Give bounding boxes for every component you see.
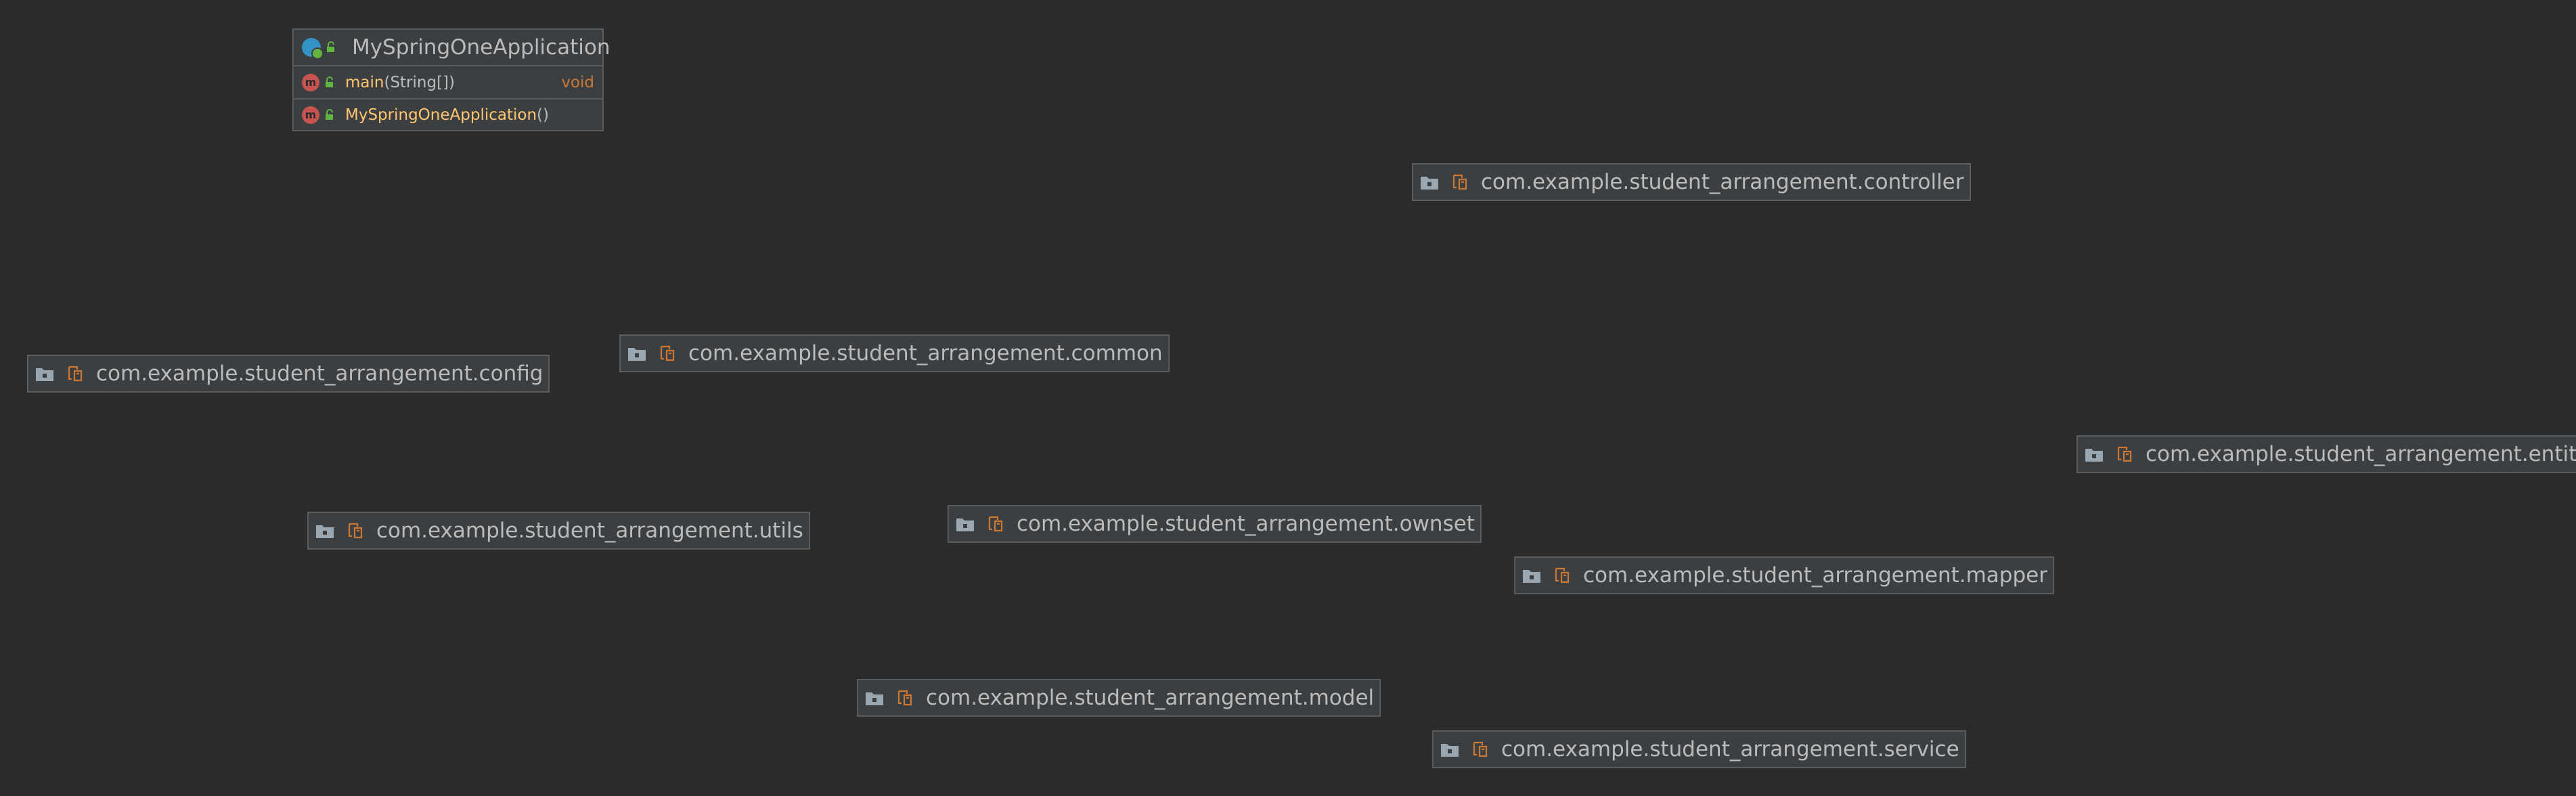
method-params: () [537,106,549,124]
method-icon: m [302,106,319,124]
package-label: com.example.student_arrangement.common [688,341,1163,366]
package-icon [988,516,1003,532]
package-node-common[interactable]: com.example.student_arrangement.common [619,334,1170,372]
package-node-model[interactable]: com.example.student_arrangement.model [857,679,1381,717]
folder-icon [1421,177,1438,190]
package-node-entity[interactable]: com.example.student_arrangement.entity [2077,435,2576,473]
folder-icon [956,518,974,531]
package-icon [1452,174,1467,190]
package-label: com.example.student_arrangement.ownset [1017,512,1475,536]
method-params: (String[]) [384,73,456,91]
package-icon [897,690,912,706]
package-label: com.example.student_arrangement.utils [376,518,803,543]
method-name: main [345,73,384,91]
method-name: MySpringOneApplication [345,106,537,124]
class-node-myspringoneapplication[interactable]: MySpringOneApplication m main (String[])… [292,28,610,131]
package-icon [1555,567,1570,583]
folder-icon [866,692,883,705]
package-icon [1473,741,1488,757]
package-node-mapper[interactable]: com.example.student_arrangement.mapper [1514,556,2054,594]
package-node-config[interactable]: com.example.student_arrangement.config [27,355,550,393]
package-label: com.example.student_arrangement.model [926,686,1375,710]
package-icon [2117,446,2132,462]
spring-class-icon [302,38,324,60]
package-label: com.example.student_arrangement.mapper [1583,563,2047,588]
package-label: com.example.student_arrangement.controll… [1481,170,1964,194]
package-label: com.example.student_arrangement.config [96,361,543,386]
package-icon [660,345,675,361]
public-icon [326,108,333,120]
folder-icon [628,348,646,361]
folder-icon [1523,570,1540,583]
package-icon [348,523,363,539]
folder-icon [316,525,334,538]
package-node-controller[interactable]: com.example.student_arrangement.controll… [1412,163,1971,201]
method-row-constructor[interactable]: m MySpringOneApplication () [294,98,602,130]
folder-icon [1441,744,1459,757]
class-title: MySpringOneApplication [352,35,610,60]
class-node-header[interactable]: MySpringOneApplication [294,30,610,66]
package-node-ownset[interactable]: com.example.student_arrangement.ownset [948,505,1482,543]
method-return-type: void [561,73,594,91]
public-icon [326,76,333,87]
public-icon [327,41,334,52]
package-icon [68,366,83,382]
folder-icon [36,368,53,381]
package-label: com.example.student_arrangement.service [1501,737,1959,761]
method-icon: m [302,73,319,91]
package-node-utils[interactable]: com.example.student_arrangement.utils [307,512,810,550]
method-row-main[interactable]: m main (String[]) void [294,66,602,98]
package-node-service[interactable]: com.example.student_arrangement.service [1432,730,1966,768]
folder-icon [2085,449,2103,462]
package-label: com.example.student_arrangement.entity [2146,442,2576,466]
